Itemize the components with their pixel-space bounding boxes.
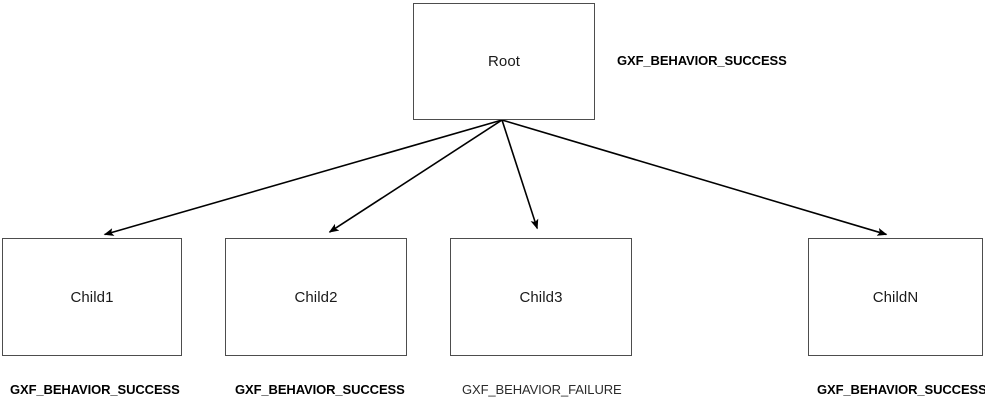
node-childN[interactable]: ChildN xyxy=(808,238,983,356)
edge-root-to-childN xyxy=(501,119,888,236)
node-root-label: Root xyxy=(487,53,521,70)
node-child1-label: Child1 xyxy=(70,288,114,306)
node-child2[interactable]: Child2 xyxy=(225,238,407,356)
status-label-child2: GXF_BEHAVIOR_SUCCESS xyxy=(235,382,405,397)
edges-group xyxy=(103,119,888,236)
node-child3[interactable]: Child3 xyxy=(450,238,632,356)
node-child2-label: Child2 xyxy=(294,288,338,306)
node-root[interactable]: Root xyxy=(413,3,595,120)
status-label-child3: GXF_BEHAVIOR_FAILURE xyxy=(462,382,622,397)
status-label-childN: GXF_BEHAVIOR_SUCCESS xyxy=(817,382,985,397)
edge-root-to-child1 xyxy=(103,119,503,236)
edge-root-to-child3 xyxy=(501,119,539,230)
status-label-child1: GXF_BEHAVIOR_SUCCESS xyxy=(10,382,180,397)
node-child3-label: Child3 xyxy=(519,288,563,306)
edge-root-to-child2 xyxy=(328,119,503,233)
status-label-root: GXF_BEHAVIOR_SUCCESS xyxy=(617,53,787,68)
node-child1[interactable]: Child1 xyxy=(2,238,182,356)
node-childN-label: ChildN xyxy=(872,288,919,306)
